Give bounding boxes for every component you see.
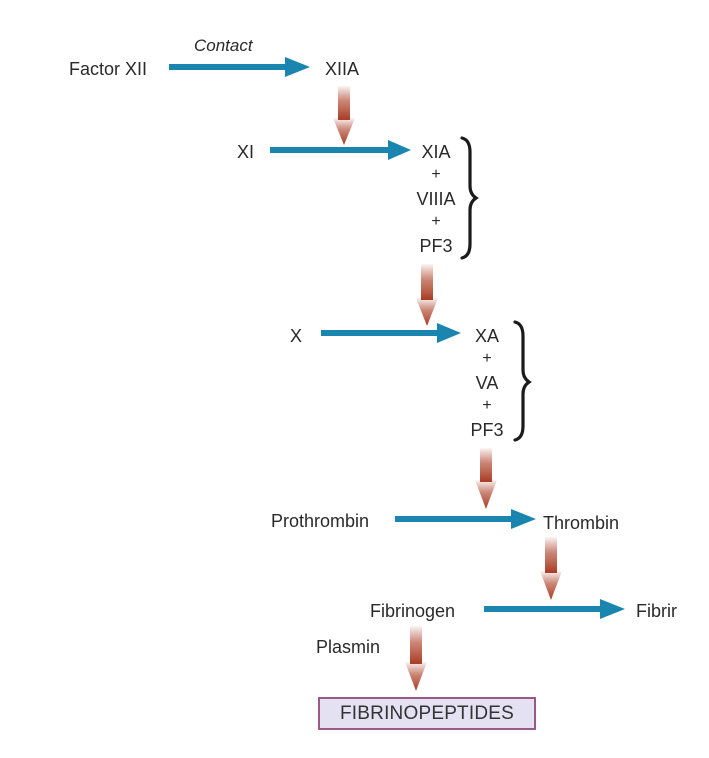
arrow-xa-complex-catalysis bbox=[475, 448, 497, 509]
node-fibrinogen: Fibrinogen bbox=[370, 601, 456, 621]
node-prothrombin: Prothrombin bbox=[271, 511, 370, 531]
contact-label: Contact bbox=[194, 36, 253, 55]
arrow-xia-complex-catalysis bbox=[416, 264, 438, 326]
arrow-xiia-catalysis bbox=[333, 86, 355, 145]
node-thrombin: Thrombin bbox=[543, 513, 620, 533]
node-x: X bbox=[290, 326, 303, 346]
plus-sign: + bbox=[431, 213, 441, 230]
arrow-prothrombin-to-thrombin bbox=[395, 509, 536, 529]
arrow-factorxii-to-xiia bbox=[169, 57, 310, 77]
arrow-xi-to-xia bbox=[270, 140, 411, 160]
plus-sign: + bbox=[482, 397, 492, 414]
brace-xia-complex bbox=[460, 136, 479, 260]
plasmin-label: Plasmin bbox=[316, 637, 381, 657]
node-xiia: XIIA bbox=[325, 59, 360, 79]
node-pf3: PF3 bbox=[470, 420, 504, 440]
plus-sign: + bbox=[431, 166, 441, 183]
node-pf3: PF3 bbox=[419, 236, 453, 256]
node-xi: XI bbox=[237, 142, 255, 162]
node-xia: XIA bbox=[421, 142, 451, 162]
fibrinopeptides-box: FIBRINOPEPTIDES bbox=[318, 697, 536, 730]
arrow-thrombin-catalysis bbox=[540, 537, 562, 600]
node-fibrin: Fibrir bbox=[636, 601, 677, 621]
node-fibrinopeptides: FIBRINOPEPTIDES bbox=[339, 702, 515, 724]
arrow-fibrinogen-to-fibrin bbox=[484, 599, 625, 619]
brace-xa-complex bbox=[513, 320, 532, 442]
node-va: VA bbox=[475, 373, 499, 393]
plus-sign: + bbox=[482, 350, 492, 367]
arrow-plasmin-catalysis bbox=[405, 626, 427, 691]
node-factor-xii: Factor XII bbox=[69, 59, 148, 79]
node-xa: XA bbox=[474, 326, 499, 346]
arrow-x-to-xa bbox=[321, 323, 461, 343]
node-viiia: VIIIA bbox=[416, 189, 456, 209]
